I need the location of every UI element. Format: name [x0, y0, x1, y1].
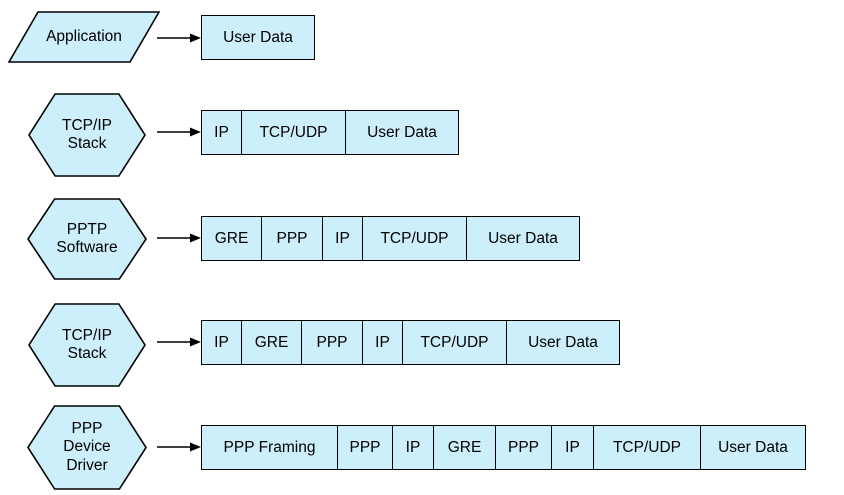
packet-field: IP — [393, 426, 434, 469]
packet-field: User Data — [467, 217, 579, 260]
hexagon-shape — [28, 303, 146, 387]
packet-field: User Data — [507, 321, 619, 364]
flow-arrow-tcp-ip-stack-lower — [157, 336, 201, 348]
packet-field: IP — [323, 217, 363, 260]
stage-ppp-device-driver: PPP Device Driver — [27, 405, 147, 490]
flow-arrow-pptp-software — [157, 232, 201, 244]
packet-field: IP — [202, 111, 242, 154]
packet-field: IP — [552, 426, 594, 469]
hexagon-shape — [27, 198, 147, 280]
packet-field: PPP — [302, 321, 363, 364]
stage-label-pptp-software: PPTP Software — [56, 220, 118, 256]
packet-field: GRE — [202, 217, 262, 260]
stage-pptp-software: PPTP Software — [27, 198, 147, 280]
hexagon-shape — [27, 405, 147, 490]
packet-field: TCP/UDP — [403, 321, 507, 364]
stage-label-application: Application — [46, 27, 122, 45]
packet-field: IP — [363, 321, 403, 364]
stage-tcp-ip-stack-lower: TCP/IP Stack — [28, 303, 146, 387]
packet-field: TCP/UDP — [242, 111, 346, 154]
packet-field: IP — [202, 321, 242, 364]
stage-label-tcp-ip-stack-upper: TCP/IP Stack — [62, 116, 112, 152]
packet-field: User Data — [346, 111, 458, 154]
stage-label-tcp-ip-stack-lower: TCP/IP Stack — [62, 326, 112, 362]
stage-label-ppp-device-driver: PPP Device Driver — [63, 420, 111, 474]
hexagon-shape — [28, 93, 146, 177]
packet-field: PPP — [338, 426, 393, 469]
packet-field: User Data — [701, 426, 805, 469]
packet-field: User Data — [202, 16, 314, 59]
flow-arrow-application — [157, 32, 201, 44]
parallelogram-shape — [8, 11, 160, 63]
packet-field: PPP — [496, 426, 552, 469]
packet-field: GRE — [242, 321, 302, 364]
stage-tcp-ip-stack-upper: TCP/IP Stack — [28, 93, 146, 177]
flow-arrow-ppp-device-driver — [157, 441, 201, 453]
flow-arrow-tcp-ip-stack-upper — [157, 126, 201, 138]
packet-field: PPP — [262, 217, 323, 260]
packet-field: TCP/UDP — [594, 426, 701, 469]
packet-field: GRE — [434, 426, 496, 469]
packet-application: User Data — [201, 15, 315, 60]
packet-field: PPP Framing — [202, 426, 338, 469]
packet-field: TCP/UDP — [363, 217, 467, 260]
stage-application: Application — [8, 11, 160, 63]
